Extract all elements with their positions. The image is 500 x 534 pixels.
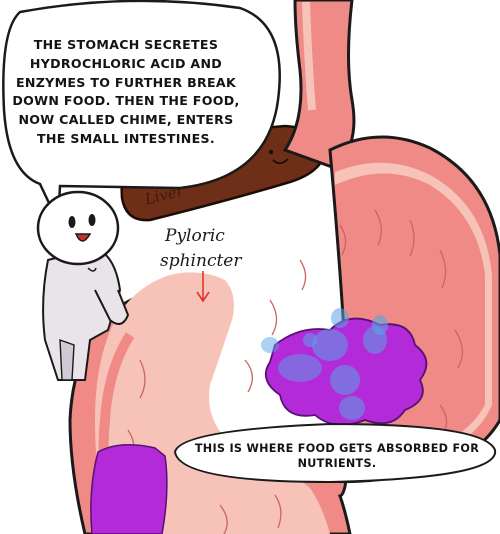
speech-bubble	[2, 0, 281, 223]
digestion-bubbles	[261, 308, 388, 420]
caption-bubble	[173, 422, 497, 484]
caption-bubble-text: THIS IS WHERE FOOD GETS ABSORBED FOR NUT…	[194, 442, 480, 470]
intestine-food	[90, 444, 168, 534]
character-doctor	[36, 190, 130, 381]
sphincter-label: sphincter	[160, 251, 242, 271]
speech-bubble-text: THE STOMACH SECRETES HYDROCHLORIC ACID A…	[12, 37, 240, 146]
pyloric-label: Pyloric	[165, 226, 225, 246]
